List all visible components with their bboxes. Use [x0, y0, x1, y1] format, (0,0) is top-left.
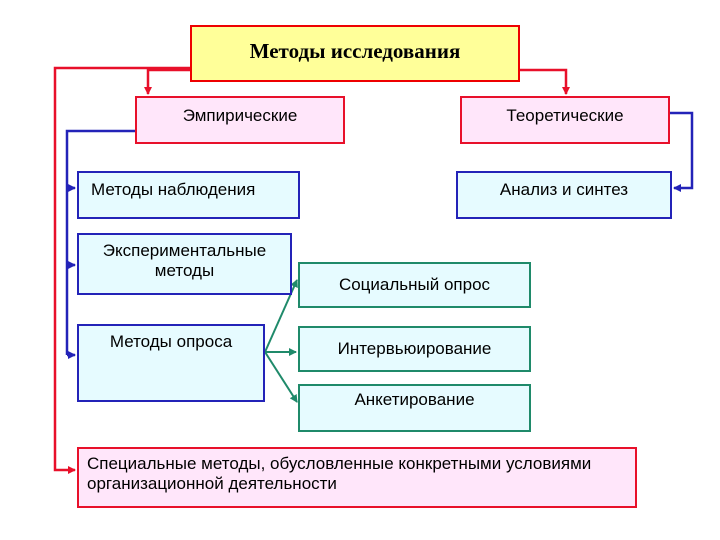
arrow-theoretical-to-analysis [670, 111, 694, 192]
social-survey-label: Социальный опрос [338, 274, 491, 294]
interviewing-box: Интервьюирование [298, 326, 531, 372]
analysis-box: Анализ и синтез [456, 171, 672, 219]
social-survey-box: Социальный опрос [298, 262, 531, 308]
observation-label: Методы наблюдения [91, 180, 256, 199]
arrow-title-to-empirical [144, 68, 190, 95]
arrow-title-to-special [53, 66, 190, 474]
theoretical-label: Теоретические [506, 106, 624, 125]
empirical-label: Эмпирические [182, 106, 298, 125]
theoretical-box: Теоретические [460, 96, 670, 144]
empirical-box: Эмпирические [135, 96, 345, 144]
poll-box: Методы опроса [77, 324, 265, 402]
observation-box: Методы наблюдения [77, 171, 300, 219]
poll-label: Методы опроса [109, 332, 233, 351]
arrow-poll-to-questionnaire [264, 351, 298, 403]
title-box: Методы исследования [190, 25, 520, 82]
questionnaire-label: Анкетирование [354, 390, 475, 409]
diagram-title: Методы исследования [249, 39, 461, 63]
interviewing-label: Интервьюирование [337, 338, 492, 358]
line-empirical-trunk [65, 129, 135, 355]
analysis-label: Анализ и синтез [499, 180, 629, 199]
experimental-label: Экспериментальные методы [102, 241, 267, 281]
special-methods-box: Специальные методы, обусловленные конкре… [77, 447, 637, 508]
special-methods-label: Специальные методы, обусловленные конкре… [87, 454, 592, 494]
experimental-box: Экспериментальные методы [77, 233, 292, 295]
arrow-title-to-theoretical [520, 68, 570, 95]
questionnaire-box: Анкетирование [298, 384, 531, 432]
